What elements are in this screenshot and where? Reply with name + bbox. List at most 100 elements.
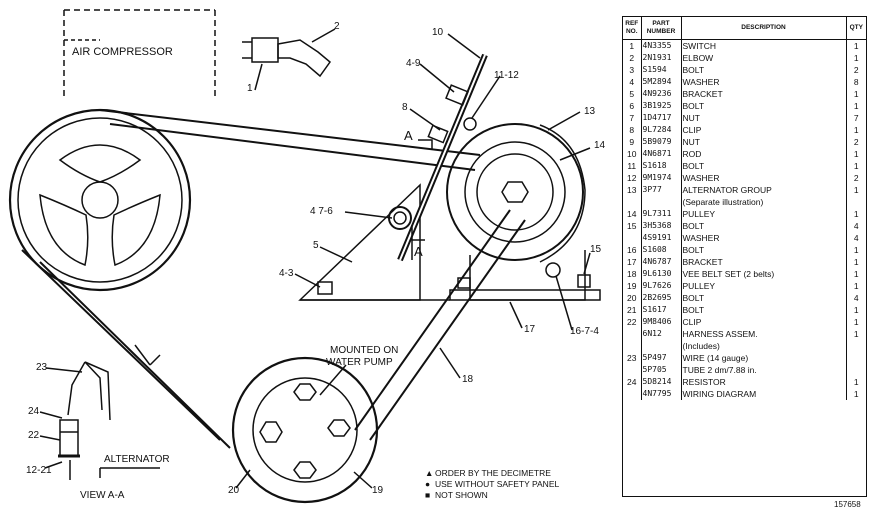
- ref-cell: ■: [623, 388, 642, 400]
- description-cell: SWITCH: [681, 39, 847, 52]
- callout-22: 22: [28, 430, 40, 441]
- part-number-cell: 3P77: [641, 184, 682, 196]
- qty-cell: 2: [853, 137, 859, 147]
- mount-note-line1: MOUNTED ON: [330, 345, 399, 356]
- header-description: DESCRIPTION: [681, 17, 847, 40]
- ref-cell: [623, 328, 642, 340]
- ref-cell: 9: [623, 136, 642, 148]
- callout-4-3: 4-3: [279, 268, 294, 279]
- lower-belt-left: [21, 249, 221, 441]
- callout-5: 5: [313, 240, 319, 251]
- description-cell: WASHER: [681, 76, 847, 88]
- part-number-cell: 3B1925: [641, 100, 682, 112]
- part-number-cell: 4N6871: [641, 148, 682, 160]
- ref-cell: [623, 196, 642, 208]
- callout-20: 20: [228, 485, 240, 496]
- header-qty: QTY: [846, 17, 866, 40]
- mount-note-line2: WATER PUMP: [326, 357, 393, 368]
- qty-cell: 1: [853, 149, 859, 159]
- dot-icon: ●: [425, 479, 431, 489]
- alternator-body: [446, 123, 584, 261]
- qty-cell: 1: [853, 377, 859, 387]
- figure-id: 157658: [834, 500, 861, 509]
- air-compressor-box: [63, 9, 216, 100]
- alternator-mounting-diagram: AIR COMPRESSOR MOUNTED ON WATER PUMP ALT…: [8, 9, 606, 504]
- callout-24: 24: [28, 406, 40, 417]
- table-row: (Separate illustration): [623, 196, 866, 208]
- ref-cell: 5: [623, 88, 642, 100]
- description-cell: ELBOW: [681, 52, 847, 64]
- view-a-a-label: VIEW A-A: [80, 490, 125, 501]
- ref-cell: 14: [623, 208, 642, 220]
- callout-2: 2: [334, 21, 340, 32]
- diagram-drawing: [8, 9, 601, 504]
- description-cell: BOLT: [681, 160, 847, 172]
- ref-cell: ●1: [623, 39, 642, 52]
- description-cell: CLIP: [681, 316, 847, 328]
- description-cell: PULLEY: [681, 280, 847, 292]
- part-number-cell: S1618: [641, 160, 682, 172]
- square-icon: ■: [425, 490, 431, 500]
- description-cell: VEE BELT SET (2 belts): [681, 268, 847, 280]
- note-safety-panel: ● USE WITHOUT SAFETY PANEL: [425, 479, 559, 490]
- description-cell: TUBE 2 dm/7.88 in.: [681, 364, 847, 376]
- description-cell: ALTERNATOR GROUP: [681, 184, 847, 196]
- parts-list-table: REF NO. PART NUMBER DESCRIPTION QTY ●14N…: [622, 16, 867, 497]
- ref-cell: [623, 340, 642, 352]
- part-number-cell: S1617: [641, 304, 682, 316]
- ref-cell: 18: [623, 268, 642, 280]
- description-cell: BRACKET: [681, 88, 847, 100]
- compressor-pulley: [8, 108, 192, 292]
- description-cell: BOLT: [681, 292, 847, 304]
- qty-cell: 7: [853, 113, 859, 123]
- part-number-cell: 9M1974: [641, 172, 682, 184]
- part-number-cell: 5M2894: [641, 76, 682, 88]
- ref-cell: 20: [623, 292, 642, 304]
- qty-cell: 1: [853, 305, 859, 315]
- part-number-cell: 5B9079: [641, 136, 682, 148]
- description-cell: BOLT: [681, 220, 847, 232]
- ref-cell: ▲: [623, 364, 642, 376]
- qty-cell: 2: [853, 65, 859, 75]
- qty-cell: 1: [853, 89, 859, 99]
- part-number-cell: 9L7311: [641, 208, 682, 220]
- callout-8: 8: [402, 102, 408, 113]
- ref-cell: 10: [623, 148, 642, 160]
- view-a-a-detail: [67, 361, 111, 421]
- qty-cell: 1: [853, 161, 859, 171]
- legend-notes: ▲ORDER BY THE DECIMETRE ●USE WITHOUT SAF…: [425, 468, 559, 501]
- description-cell: ROD: [681, 148, 847, 160]
- qty-cell: 1: [853, 185, 859, 195]
- description-cell: CLIP: [681, 124, 847, 136]
- callout-4-7-6: 4 7-6: [310, 206, 333, 217]
- callout-19: 19: [372, 485, 384, 496]
- part-number-cell: 9L6130: [641, 268, 682, 280]
- description-cell: BOLT: [681, 100, 847, 112]
- part-number-cell: 1D4717: [641, 112, 682, 124]
- callout-17: 17: [524, 324, 536, 335]
- ref-cell: 7: [623, 112, 642, 124]
- note-safety-panel-text: USE WITHOUT SAFETY PANEL: [435, 479, 560, 489]
- callout-14: 14: [594, 140, 606, 151]
- ref-cell: ▲23: [623, 352, 642, 364]
- alternator-label: ALTERNATOR: [104, 454, 170, 465]
- callout-13: 13: [584, 106, 596, 117]
- table-row: (Includes): [623, 340, 866, 352]
- qty-cell: [846, 340, 866, 352]
- qty-cell: [846, 352, 866, 364]
- part-number-cell: S1608: [641, 244, 682, 256]
- part-number-cell: 5P705: [641, 364, 682, 376]
- part-number-cell: 9L7626: [641, 280, 682, 292]
